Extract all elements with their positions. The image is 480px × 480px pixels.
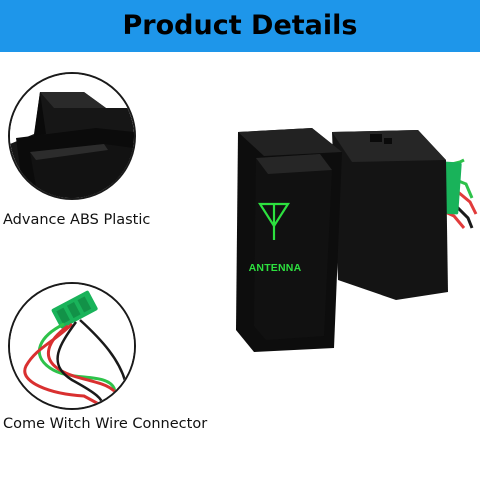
closeup-callout — [8, 72, 136, 200]
antenna-legend: ANTENNA — [248, 262, 302, 274]
feature-caption-abs: Advance ABS Plastic — [3, 212, 151, 228]
switch-corner-closeup-icon — [10, 74, 134, 198]
header-banner — [0, 0, 480, 52]
push-switch-icon — [236, 128, 478, 352]
wire-connector-icon — [10, 284, 134, 408]
connector-callout — [8, 282, 136, 410]
antenna-icon — [257, 202, 291, 240]
product-image — [220, 120, 480, 370]
page-title: Product Details — [122, 10, 358, 41]
feature-caption-connector: Come Witch Wire Connector — [3, 416, 208, 432]
